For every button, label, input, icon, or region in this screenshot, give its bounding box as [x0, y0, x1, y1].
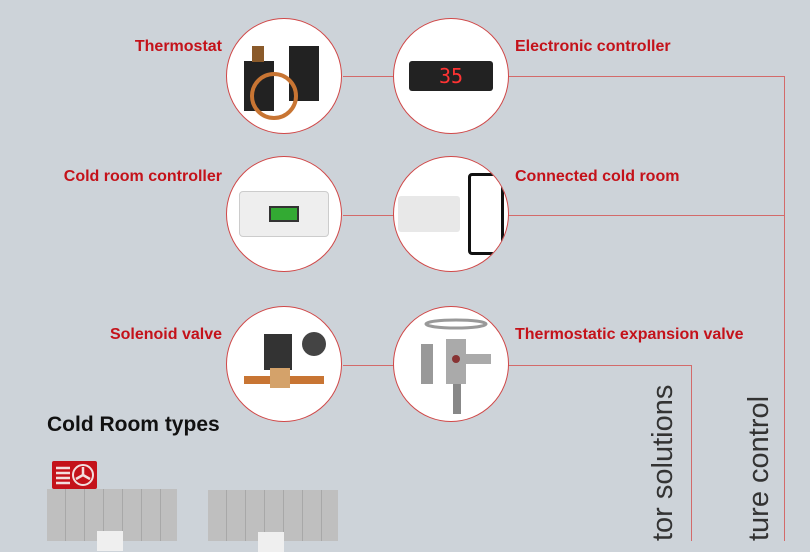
vertical-connector-outer: [784, 76, 785, 541]
label-thermostat: Thermostat: [134, 38, 222, 55]
vertical-connector-inner: [691, 365, 692, 541]
section-title: Cold Room types: [47, 413, 220, 436]
cold-room-type-2[interactable]: [208, 490, 338, 552]
vertical-label-solutions: tor solutions: [647, 384, 679, 541]
electronic-controller-image[interactable]: 35: [393, 18, 509, 134]
controller-display: 35: [409, 61, 493, 91]
thermostat-image[interactable]: [226, 18, 342, 134]
connected-cold-room-image[interactable]: [393, 156, 509, 272]
cold-room-controller-icon: [239, 191, 329, 237]
connector-row1: [343, 76, 784, 77]
connector-row3: [343, 365, 691, 366]
label-connected-cold-room: Connected cold room: [515, 168, 680, 185]
fan-icon: [52, 461, 97, 489]
label-cold-room-controller: Cold room controller: [63, 168, 222, 185]
label-solenoid-valve: Solenoid valve: [109, 326, 222, 343]
solenoid-valve-icon: [244, 332, 326, 388]
phone-icon: [468, 173, 504, 255]
expansion-valve-image[interactable]: [393, 306, 509, 422]
vertical-label-control: ture control: [743, 395, 775, 541]
thermostat-icon: [244, 46, 319, 120]
gateway-icon: [398, 196, 460, 232]
label-electronic-controller: Electronic controller: [515, 38, 671, 55]
connector-row2: [343, 215, 784, 216]
door: [97, 531, 123, 551]
cold-room-type-1[interactable]: [47, 489, 177, 551]
expansion-valve-icon: [421, 318, 491, 414]
label-expansion-valve: Thermostatic expansion valve: [515, 326, 744, 343]
door: [258, 532, 284, 552]
solenoid-valve-image[interactable]: [226, 306, 342, 422]
cold-room-controller-image[interactable]: [226, 156, 342, 272]
